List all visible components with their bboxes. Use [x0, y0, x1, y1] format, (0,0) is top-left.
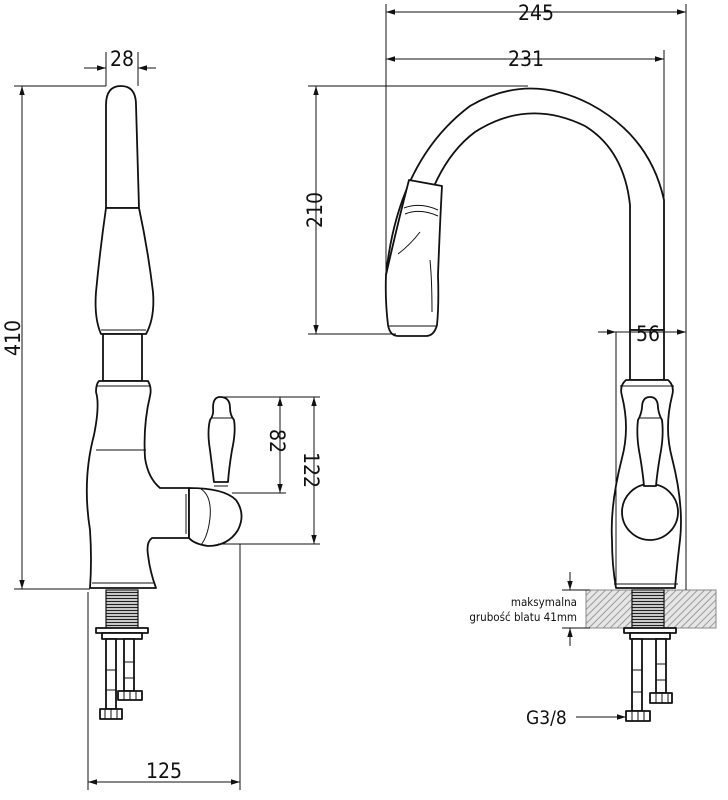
- dim-total-reach: 245: [518, 1, 554, 25]
- side-neck: [102, 333, 143, 382]
- side-spout-tip: [105, 85, 140, 209]
- note-max-thickness-line1: maksymalna: [511, 595, 577, 609]
- front-view-dimensions: 245 231 210 56 maksymalna grubość blatu …: [303, 1, 687, 729]
- dim-overall-height: 410: [1, 320, 25, 356]
- dim-spout-reach: 231: [508, 47, 544, 71]
- front-spray-head: [384, 179, 443, 337]
- note-thread-size: G3/8: [526, 707, 567, 729]
- front-supply-hoses: [623, 627, 677, 722]
- front-thread-rod: [631, 589, 665, 629]
- side-lever: [207, 396, 236, 483]
- front-view: [384, 87, 682, 589]
- dim-spout-tip-width: 28: [110, 47, 134, 71]
- dim-lever-height: 82: [265, 429, 289, 453]
- side-thread-rod: [105, 589, 139, 629]
- front-lever: [636, 396, 664, 487]
- front-handle-knob: [621, 483, 679, 541]
- dim-base-to-lever: 122: [299, 452, 323, 488]
- side-handle-knob: [188, 487, 243, 547]
- side-supply-hoses: [99, 638, 143, 720]
- side-spout-body: [94, 207, 155, 335]
- dim-base-width: 56: [636, 322, 660, 346]
- dim-side-depth: 125: [146, 759, 182, 783]
- side-body: [85, 380, 190, 589]
- note-max-thickness-line2: grubość blatu 41mm: [469, 610, 577, 624]
- side-view: [85, 85, 243, 720]
- countertop-section: [585, 589, 717, 629]
- side-view-dimensions: 28 410 82 122 125: [1, 47, 323, 790]
- dim-spout-clearance: 210: [303, 192, 327, 228]
